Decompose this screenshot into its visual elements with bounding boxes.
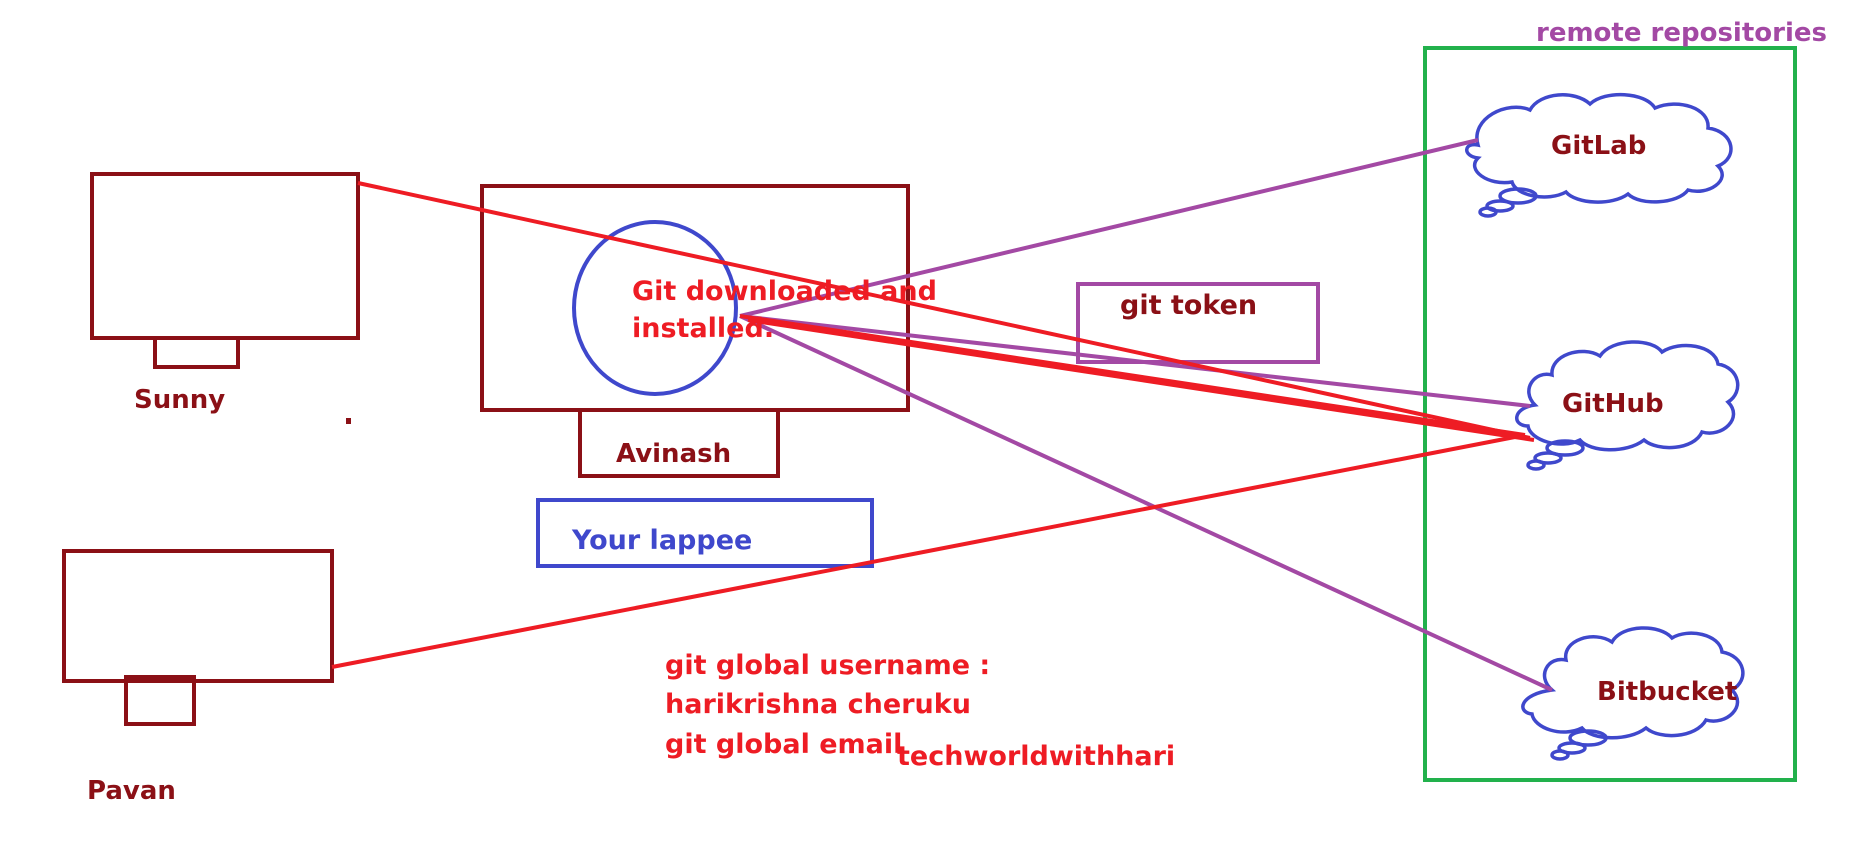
github-cloud [1515, 340, 1740, 471]
sunny-stand [153, 336, 240, 369]
gitlab-cloud [1465, 92, 1733, 218]
link-avinash-bitbucket [739, 314, 1553, 692]
pavan-stand [124, 675, 196, 726]
avinash-label: Avinash [616, 439, 732, 469]
pavan-monitor [62, 549, 334, 683]
git-installed-label-line2: installed. [632, 313, 775, 344]
bitbucket-cloud [1521, 626, 1745, 761]
email-value: techworldwithhari [897, 741, 1176, 772]
stray-dot [346, 418, 351, 424]
remote-repositories-label: remote repositories [1536, 18, 1827, 48]
git-installed-label-line1: Git downloaded and [632, 276, 937, 307]
git-global-username-label: git global username : [665, 650, 991, 681]
link-avinash-gitlab [739, 138, 1479, 318]
link-avinash-github [739, 314, 1531, 408]
your-lappee-box [536, 498, 874, 568]
github-label: GitHub [1562, 389, 1664, 419]
your-lappee-label: Your lappee [572, 525, 753, 556]
git-installed-circle [572, 220, 738, 396]
avinash-stand [578, 408, 780, 478]
link-avinash-github-red-2 [747, 318, 1535, 442]
link-sunny-github [357, 181, 1531, 440]
sunny-label: Sunny [134, 385, 226, 415]
git-token-label: git token [1120, 290, 1258, 321]
link-avinash-github-red-1 [739, 314, 1526, 437]
git-token-box [1076, 282, 1320, 364]
git-global-email-label: git global email [665, 729, 903, 760]
link-pavan-github [331, 434, 1521, 669]
bitbucket-label: Bitbucket [1597, 677, 1738, 707]
gitlab-label: GitLab [1551, 131, 1647, 161]
sunny-monitor [90, 172, 360, 340]
username-value: harikrishna cheruku [665, 689, 971, 720]
pavan-label: Pavan [87, 776, 176, 806]
